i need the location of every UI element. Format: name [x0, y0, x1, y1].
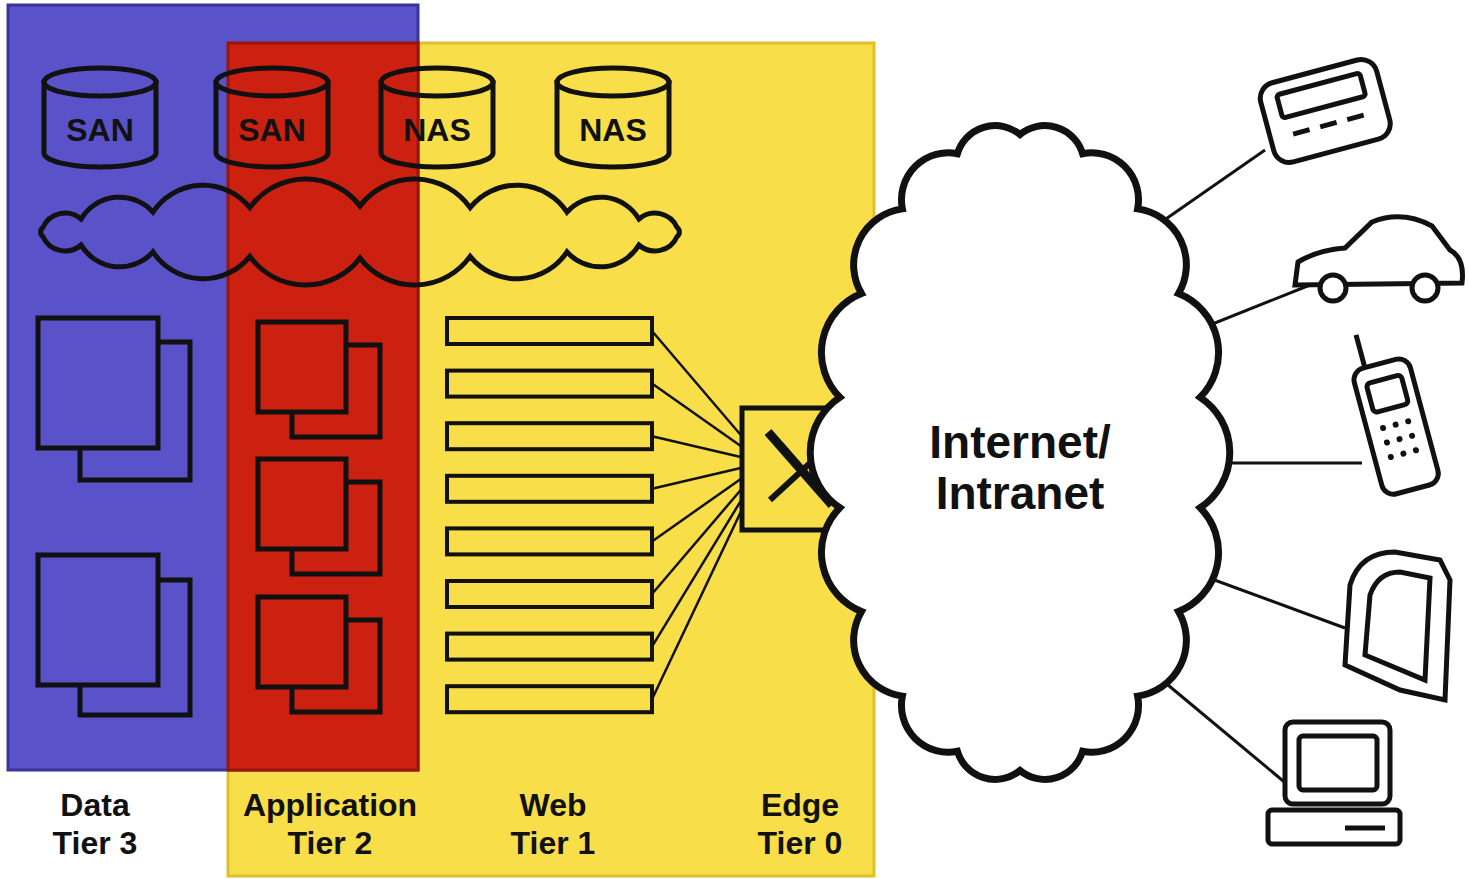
switch-wire	[652, 494, 745, 647]
computer-base	[1268, 810, 1400, 844]
computer-icon	[1268, 722, 1400, 844]
link-line	[1150, 670, 1288, 785]
phone-key	[1405, 418, 1412, 425]
car-wheel	[1320, 275, 1346, 301]
phone-keys	[1379, 418, 1419, 461]
web-server	[447, 318, 652, 344]
server-box	[258, 459, 346, 549]
web-servers	[447, 318, 745, 712]
web-server	[447, 371, 652, 397]
phone-key	[1392, 421, 1399, 428]
phone-antenna	[1356, 335, 1365, 368]
phone-key	[1412, 447, 1419, 454]
server-box	[38, 555, 158, 685]
storage-label: NAS	[403, 87, 471, 148]
web-server	[447, 476, 652, 502]
cylinder-top	[381, 68, 493, 96]
cylinder-top	[557, 68, 669, 96]
server-box	[258, 322, 346, 412]
phone-key	[1383, 439, 1390, 446]
storage-cylinder: NAS	[554, 66, 672, 170]
switch-wire	[652, 331, 745, 440]
pager-screen	[1276, 73, 1365, 118]
data-region	[8, 5, 418, 770]
switch-wire	[652, 503, 745, 699]
tier-label: Application Tier 2	[228, 786, 433, 863]
data-servers	[38, 318, 190, 715]
storage-label: SAN	[66, 87, 134, 148]
tier-label: Web Tier 1	[493, 786, 613, 863]
pda-body	[1345, 552, 1450, 700]
phone-key	[1396, 435, 1403, 442]
application-servers	[258, 322, 380, 712]
phone-screen	[1366, 375, 1409, 413]
cloud-shape	[810, 126, 1230, 780]
phone-key	[1408, 432, 1415, 439]
application-region	[228, 43, 418, 770]
web-server	[447, 686, 652, 712]
car-body	[1295, 217, 1463, 285]
cylinder-top	[216, 68, 328, 96]
server-box	[258, 597, 346, 687]
web-server	[447, 634, 652, 660]
phone-key	[1400, 450, 1407, 457]
phone-body	[1351, 356, 1441, 497]
storage-cylinder: SAN	[213, 66, 331, 170]
web-server	[447, 581, 652, 607]
pager-body	[1257, 56, 1394, 166]
web-server	[447, 423, 652, 449]
network-label: Internet/ Intranet	[900, 387, 1140, 518]
car-icon	[1295, 217, 1463, 301]
drive-slot	[1345, 826, 1385, 831]
phone-key	[1379, 424, 1386, 431]
pager-icon	[1257, 56, 1394, 166]
storage-cylinder: NAS	[378, 66, 496, 170]
web-edge-region	[228, 43, 874, 876]
server-box	[38, 318, 158, 448]
pager-key	[1347, 115, 1363, 119]
tier-label: Data Tier 3	[35, 786, 155, 863]
storage-label: SAN	[238, 87, 306, 148]
monitor-screen	[1299, 736, 1377, 790]
pda-icon	[1345, 552, 1450, 700]
car-wheel	[1412, 275, 1438, 301]
web-server	[447, 528, 652, 554]
storage-network-cloud	[41, 179, 680, 285]
cylinder-top	[44, 68, 156, 96]
switch-wire	[652, 436, 745, 458]
phone-key	[1387, 453, 1394, 460]
storage-cylinder: SAN	[41, 66, 159, 170]
monitor	[1285, 722, 1390, 804]
storage-label: NAS	[579, 87, 647, 148]
network-cloud: Internet/ Intranet	[805, 95, 1235, 810]
pager-key	[1320, 122, 1336, 126]
tier-label: Edge Tier 0	[740, 786, 860, 863]
phone-icon	[1343, 323, 1441, 496]
pda-screen	[1365, 572, 1430, 680]
switch-wire	[652, 485, 745, 594]
pager-key	[1293, 130, 1309, 134]
